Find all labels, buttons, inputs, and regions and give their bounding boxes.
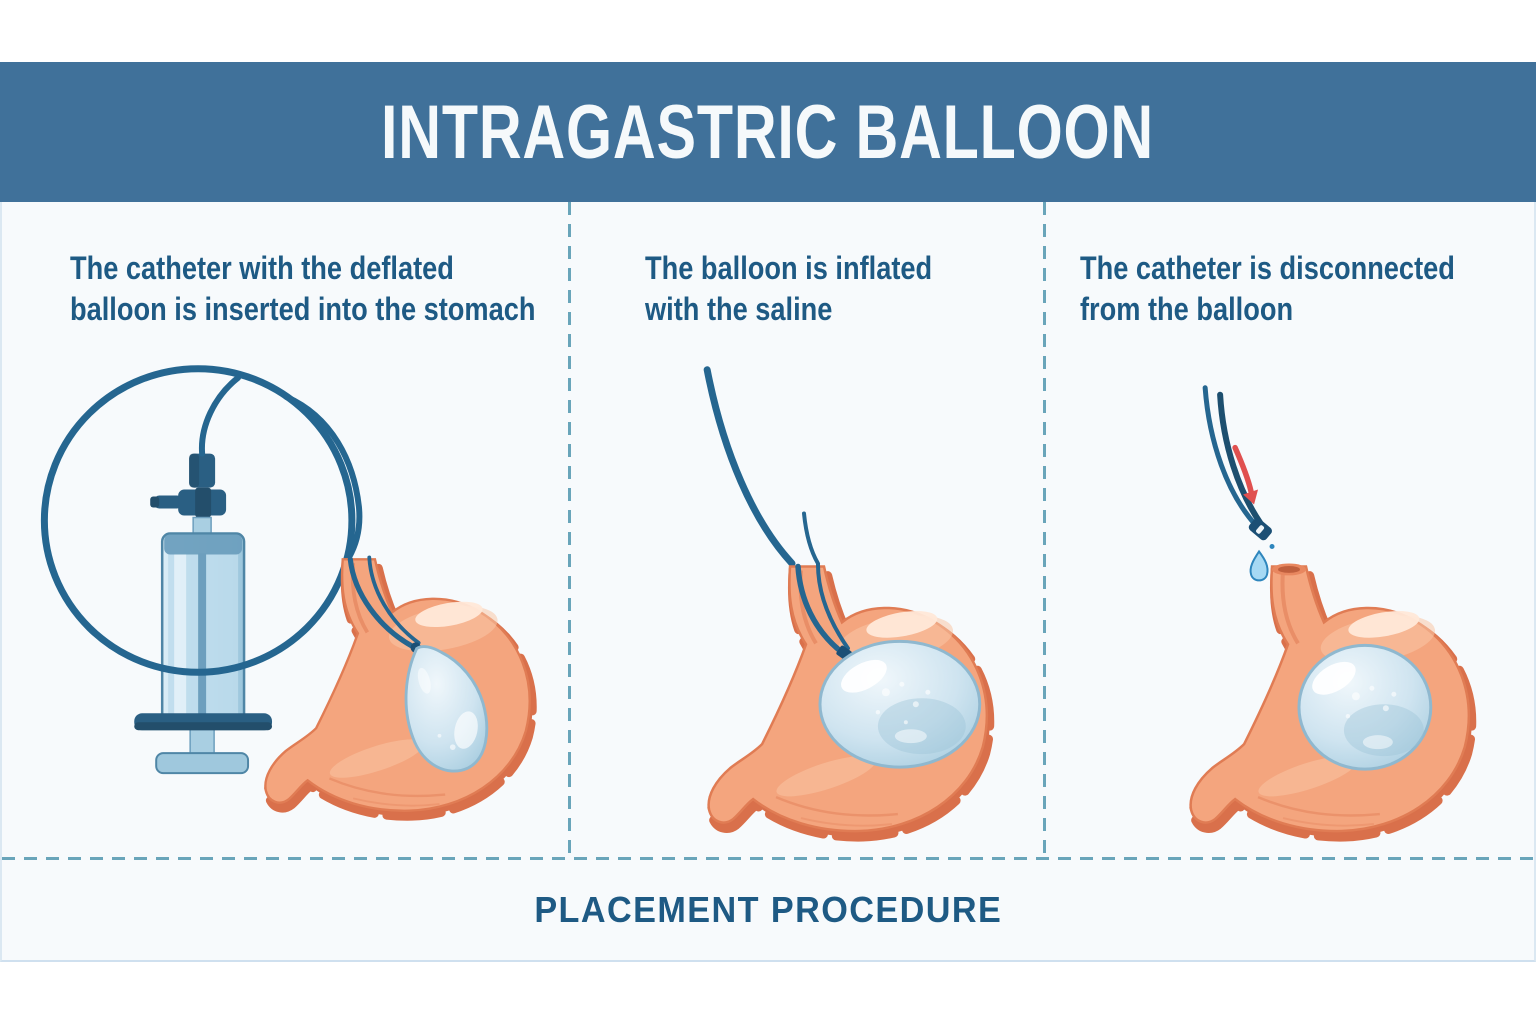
step-panel-2: The balloon is inflated with the saline: [573, 202, 1045, 857]
red-arrow-down-icon: [1232, 444, 1259, 505]
inflated-balloon-icon: [1297, 643, 1433, 771]
stomach-icon: [1191, 563, 1472, 837]
connector-cap-icon: [1248, 517, 1272, 541]
procedure-caption-text: PLACEMENT PROCEDURE: [534, 889, 1002, 930]
step-panel-3: The catheter is disconnected from the ba…: [1045, 202, 1536, 857]
catheter-in-esophagus: [795, 563, 845, 656]
illustration-step-2: [703, 366, 1045, 857]
content-area: The catheter with the deflated balloon i…: [0, 202, 1536, 962]
divider-vertical-1: [568, 202, 571, 857]
stomach-icon: [709, 564, 990, 837]
divider-vertical-2: [1043, 202, 1046, 857]
caption-line: from the balloon: [1080, 290, 1294, 327]
illustration-step-3: [1045, 385, 1536, 857]
catheter-in-esophagus-2: [815, 562, 850, 651]
catheter-in-esophagus: [347, 556, 416, 650]
caption-line: The balloon is inflated: [645, 250, 933, 286]
step-caption-2: The balloon is inflated with the saline: [645, 248, 932, 330]
caption-line: with the saline: [645, 290, 833, 327]
catheter-in-esophagus-2: [367, 555, 421, 645]
caption-line: The catheter with the deflated: [70, 250, 454, 286]
illustration-step-1: [40, 365, 573, 857]
step-caption-3: The catheter is disconnected from the ba…: [1080, 248, 1455, 330]
step-caption-1: The catheter with the deflated balloon i…: [70, 248, 535, 330]
catheter-loop-icon: [40, 365, 363, 676]
inflated-balloon-icon: [818, 639, 982, 769]
saline-droplet-icon: [1249, 543, 1275, 582]
divider-horizontal: [2, 857, 1534, 860]
deflated-balloon-icon: [404, 645, 489, 773]
caption-line: The catheter is disconnected: [1080, 250, 1455, 286]
step-panel-1: The catheter with the deflated balloon i…: [2, 202, 573, 857]
syringe-icon: [134, 453, 273, 775]
catheter-tube-icon: [703, 366, 820, 567]
procedure-caption: PLACEMENT PROCEDURE: [2, 860, 1534, 960]
caption-line: balloon is inserted into the stomach: [70, 290, 536, 327]
page-title: INTRAGASTRIC BALLOON: [381, 89, 1155, 175]
catheter-tube-icon: [1202, 385, 1264, 529]
stomach-icon: [265, 557, 532, 816]
header-band: INTRAGASTRIC BALLOON: [0, 62, 1536, 202]
